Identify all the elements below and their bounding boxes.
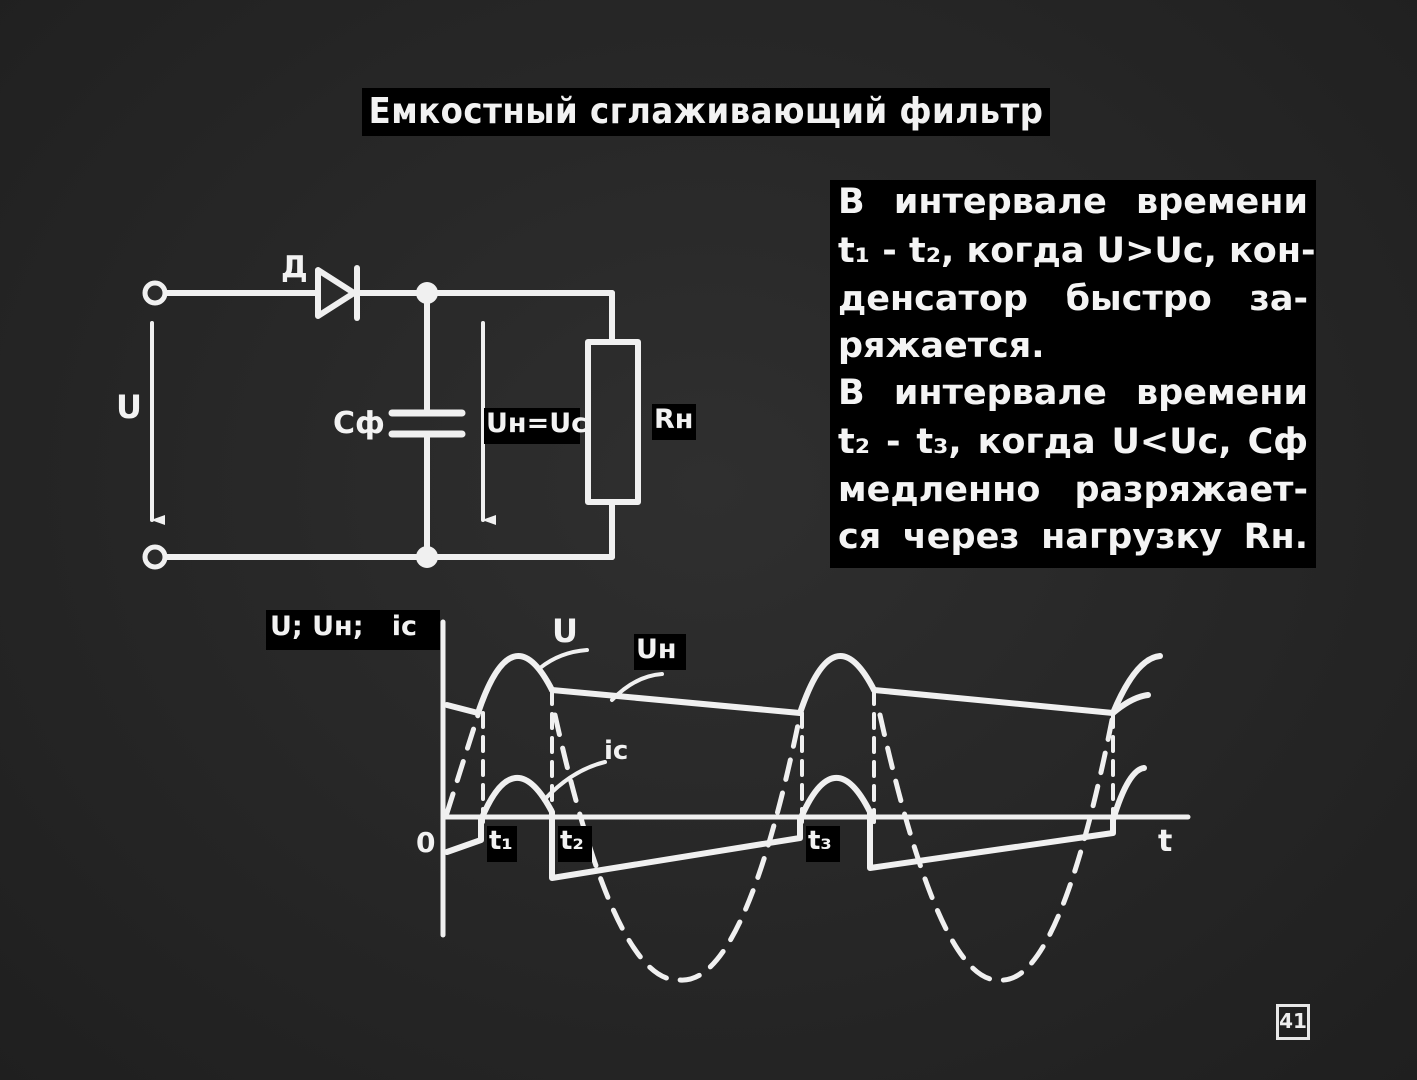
description-line-7: медленно разряжает- <box>838 470 1308 510</box>
curve-label-ic: iс <box>604 736 629 766</box>
tick-t3-bg <box>806 826 840 862</box>
tick-t2: t₂ <box>560 826 584 856</box>
leader-u <box>538 648 589 670</box>
origin-label: 0 <box>416 826 436 859</box>
y-axis-label-bg <box>266 610 440 650</box>
tick-t3: t₃ <box>808 826 832 856</box>
leader-un <box>610 672 664 702</box>
curve-label-un-bg <box>634 634 686 670</box>
x-axis-label: t <box>1158 824 1173 859</box>
input-terminal-top <box>142 280 168 306</box>
resistor-label-bg <box>652 404 696 440</box>
capacitor-current-curve <box>444 765 1147 881</box>
description-line-6: t₂ - t₃, когда U<Uс, Сф <box>838 422 1308 462</box>
page-number: 41 <box>1279 1009 1307 1033</box>
junction-top <box>416 282 438 304</box>
tick-t2-bg <box>558 826 592 862</box>
description-line-5: В интервале времени <box>838 373 1308 413</box>
tick-t1-bg <box>487 826 517 862</box>
y-axis-label: U; Uн; iс <box>270 611 417 642</box>
source-voltage-hump-1 <box>475 653 555 716</box>
junction-bottom <box>416 546 438 568</box>
capacitor-label: Сф <box>333 406 385 441</box>
resistor-label: Rн <box>654 404 694 435</box>
slide-title: Емкостный сглаживающий фильтр <box>368 91 1044 132</box>
source-voltage-hump-2 <box>797 653 877 716</box>
curve-label-u: U <box>552 612 578 650</box>
load-voltage-curve <box>444 687 1151 716</box>
input-voltage-label: U <box>116 388 142 426</box>
diode-label: Д <box>281 250 308 285</box>
load-resistor <box>585 339 641 505</box>
source-voltage-hump-3 <box>1110 653 1163 716</box>
description-line-4: ряжается. <box>838 326 1045 366</box>
load-voltage-label-bg <box>484 408 580 444</box>
description-line-3: денсатор быстро за- <box>838 279 1308 319</box>
source-voltage-dashed <box>444 712 1116 983</box>
load-voltage-label: Uн=Uс <box>486 408 588 439</box>
title-background <box>362 88 1050 136</box>
description-line-1: В интервале времени <box>838 182 1308 222</box>
circuit <box>150 265 641 560</box>
tick-t1: t₁ <box>489 826 513 856</box>
waveform-graph <box>440 619 1191 983</box>
description-background <box>830 180 1316 568</box>
diode-triangle <box>315 267 357 319</box>
description-line-2: t₁ - t₂, когда U>Uс, кон- <box>838 231 1316 271</box>
page-number-frame <box>1276 1004 1310 1040</box>
curve-label-un: Uн <box>636 634 677 665</box>
description-line-8: ся через нагрузку Rн. <box>838 517 1308 557</box>
leader-ic <box>542 760 607 802</box>
input-terminal-bottom <box>142 544 168 570</box>
